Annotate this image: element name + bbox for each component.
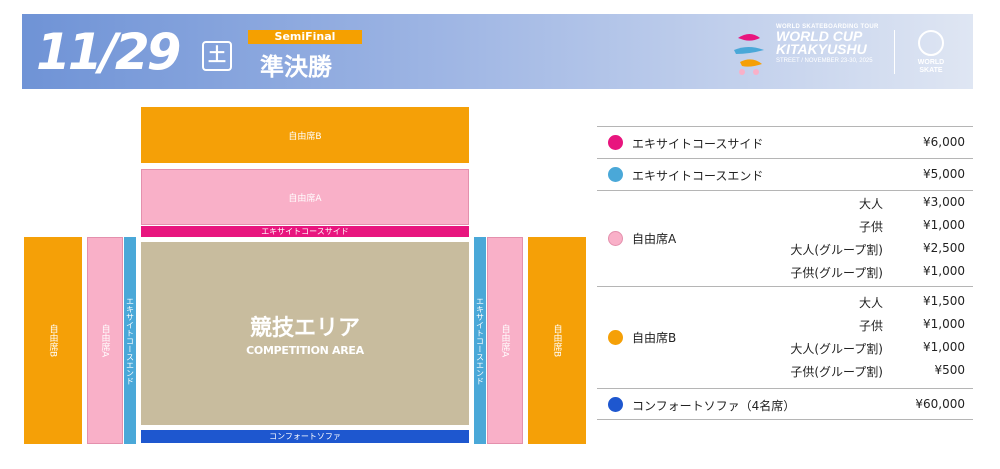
tier-label: 子供 [858,220,883,234]
top-excite-course-side-label: エキサイトコースサイド [261,227,349,236]
top-free-seat-b-label: 自由席B [288,131,322,142]
right-free-seat-a-label: 自由席A [499,323,510,358]
price-row-free-seat-b: 自由席B 大人 ¥1,500 子供 ¥1,000 大人(グループ割) ¥1,00… [597,286,973,388]
tier-label: 大人(グループ割) [790,342,883,356]
free-seat-a-name: 自由席A [632,232,677,246]
price-row-comfort-sofa: コンフォートソファ（4名席） ¥60,000 [597,388,973,420]
competition-area: 競技エリア COMPETITION AREA [141,242,469,425]
skater-logo-icon [734,34,764,75]
excite-end-price: ¥5,000 [923,167,965,181]
tier-price: ¥1,000 [923,264,965,278]
left-free-seat-b-label: 自由席B [47,323,58,358]
pink-dot-icon [608,231,623,246]
tier-price: ¥1,500 [923,294,965,308]
world-cup-logo: WORLD SKATEBOARDING TOUR WORLD CUP KITAK… [730,22,966,82]
tier-label: 子供 [858,319,883,333]
competition-area-subtitle: COMPETITION AREA [246,344,364,357]
tier-label: 子供(グループ割) [790,266,883,280]
tier-label: 子供(グループ割) [790,365,883,379]
top-excite-course-side[interactable]: エキサイトコースサイド [141,226,469,237]
tier-price: ¥2,500 [923,241,965,255]
bottom-comfort-sofa[interactable]: コンフォートソファ [141,430,469,443]
free-seat-b-name: 自由席B [632,331,677,345]
left-excite-course-end-label: エキサイトコースエンド [125,296,135,385]
top-free-seat-a-label: 自由席A [288,193,322,204]
tier-price: ¥1,000 [923,218,965,232]
competition-area-title: 競技エリア [249,316,360,341]
tier-label: 大人(グループ割) [790,243,883,257]
comfort-sofa-name: コンフォートソファ（4名席） [632,399,796,413]
world-skate-line2: SKATE [919,67,943,74]
right-free-seat-b-label: 自由席B [551,323,562,358]
tier-price: ¥500 [934,363,965,377]
world-skate-logo: WORLD SKATE [906,30,956,75]
stage-badge: SemiFinal [248,30,362,44]
stage-title: 準決勝 [260,53,332,81]
left-free-seat-b[interactable]: 自由席B [24,237,82,444]
world-skate-circle-icon [918,30,944,56]
left-excite-course-end[interactable]: エキサイトコースエンド [124,237,136,444]
right-free-seat-b[interactable]: 自由席B [528,237,586,444]
logo-line2: KITAKYUSHU [776,41,867,57]
excite-end-name: エキサイトコースエンド [632,169,764,183]
blue-dot-icon [608,167,623,182]
logo-divider [894,30,895,74]
orange-dot-icon [608,330,623,345]
tier-price: ¥1,000 [923,340,965,354]
right-free-seat-a[interactable]: 自由席A [487,237,523,444]
logo-subline: STREET / NOVEMBER 23-30, 2025 [776,58,873,64]
logo-line1: WORLD CUP [776,28,863,44]
tier-price: ¥3,000 [923,195,965,209]
price-row-excite-end: エキサイトコースエンド ¥5,000 [597,158,973,190]
price-row-excite-side: エキサイトコースサイド ¥6,000 [597,126,973,158]
price-table: エキサイトコースサイド ¥6,000 エキサイトコースエンド ¥5,000 自由… [597,126,973,420]
bottom-comfort-sofa-label: コンフォートソファ [269,432,341,441]
tier-label: 大人 [858,197,883,211]
price-row-free-seat-a: 自由席A 大人 ¥3,000 子供 ¥1,000 大人(グループ割) ¥2,50… [597,190,973,286]
right-excite-course-end[interactable]: エキサイトコースエンド [474,237,486,444]
navy-dot-icon [608,397,623,412]
event-date: 11/29 [36,23,181,81]
top-free-seat-a[interactable]: 自由席A [141,169,469,225]
day-of-week-badge: 土 [202,41,232,71]
magenta-dot-icon [608,135,623,150]
left-free-seat-a-label: 自由席A [99,323,110,358]
tier-label: 大人 [858,296,883,310]
tier-price: ¥1,000 [923,317,965,331]
comfort-sofa-price: ¥60,000 [915,397,965,411]
excite-side-price: ¥6,000 [923,135,965,149]
excite-side-name: エキサイトコースサイド [632,137,764,151]
world-skate-line1: WORLD [917,59,945,66]
right-excite-course-end-label: エキサイトコースエンド [475,296,485,385]
logo-top-line: WORLD SKATEBOARDING TOUR [776,24,879,30]
left-free-seat-a[interactable]: 自由席A [87,237,123,444]
header-banner: 11/29 土 SemiFinal 準決勝 WORLD SKATEBOARDIN… [22,14,973,89]
top-free-seat-b[interactable]: 自由席B [141,107,469,163]
